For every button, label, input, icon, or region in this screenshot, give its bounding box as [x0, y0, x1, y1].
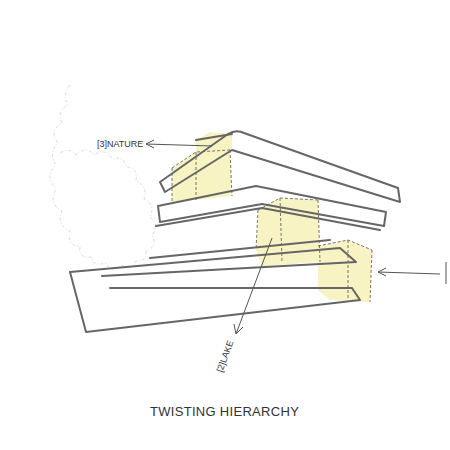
callout-label: [2]LAKE — [216, 339, 236, 373]
diagram-title: TWISTING HIERARCHY — [150, 405, 299, 418]
callout-label: [3]NATURE — [97, 140, 143, 149]
